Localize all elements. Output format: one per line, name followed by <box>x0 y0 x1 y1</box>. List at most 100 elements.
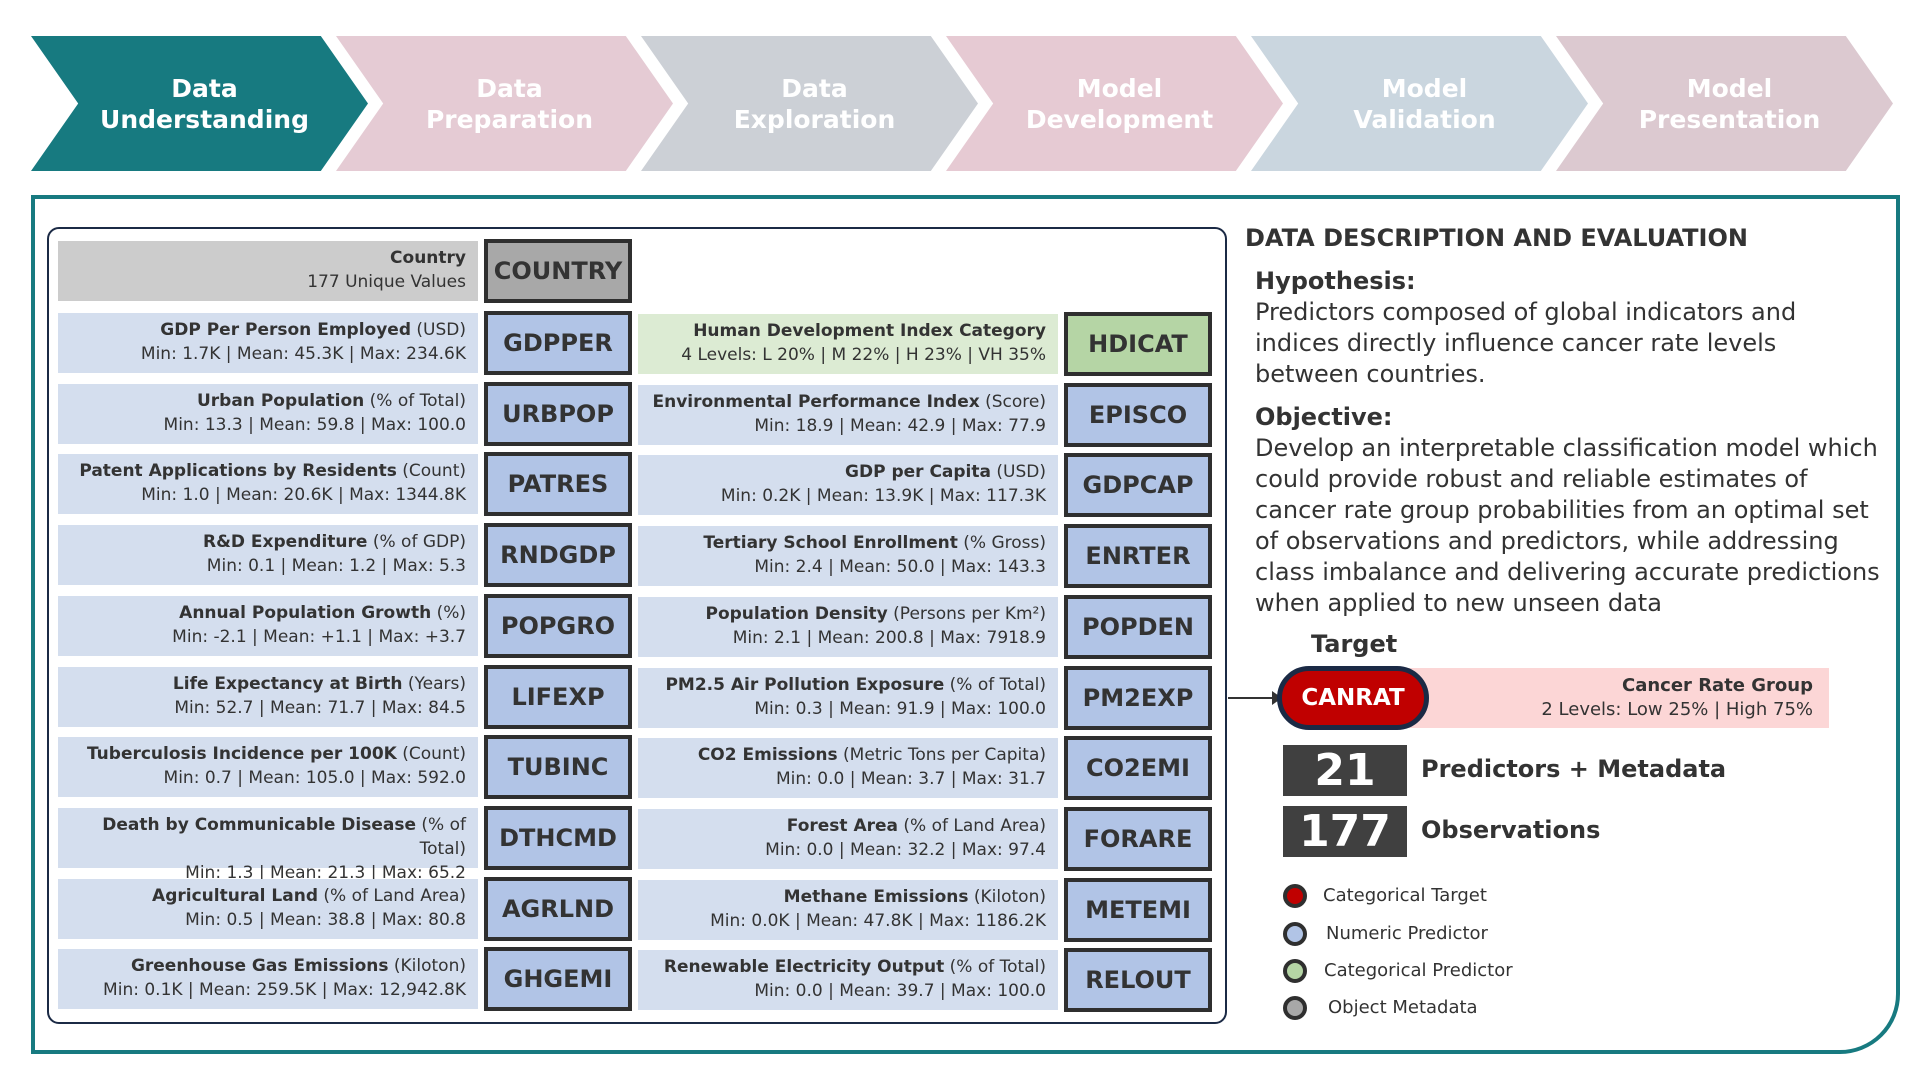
variable-stats: Min: 52.7 | Mean: 71.7 | Max: 84.5 <box>174 697 466 718</box>
variable-desc: Methane Emissions (Kiloton)Min: 0.0K | M… <box>638 879 1058 940</box>
variable-unit: (Count) <box>402 461 466 482</box>
variable-name: Agricultural Land <box>152 885 318 906</box>
variable-stats: Min: 0.1K | Mean: 259.5K | Max: 12,942.8… <box>103 980 466 1001</box>
variable-name: Tertiary School Enrollment <box>703 533 958 554</box>
variable-name: PM2.5 Air Pollution Exposure <box>665 674 945 695</box>
variable-unit: (Count) <box>402 744 466 765</box>
variable-code: GDPCAP <box>1064 453 1212 518</box>
variable-stats: Min: 0.7 | Mean: 105.0 | Max: 592.0 <box>163 768 466 789</box>
variable-name: CO2 Emissions <box>697 745 838 766</box>
variable-unit: (Metric Tons per Capita) <box>843 745 1046 766</box>
variable-unit: (%) <box>436 602 466 623</box>
variable-name: R&D Expenditure <box>202 532 368 553</box>
legend-object-metadata: Object Metadata <box>1328 997 1478 1018</box>
variable-desc: R&D Expenditure (% of GDP) Min: 0.1 | Mea… <box>58 525 478 586</box>
object-metadata-legend-icon <box>1283 996 1307 1020</box>
variable-code: AGRLND <box>484 876 632 941</box>
step-data-understanding: Data Understanding <box>31 36 368 171</box>
variable-stats: Min: 1.7K | Mean: 45.3K | Max: 234.6K <box>140 344 466 364</box>
variable-code: FORARE <box>1064 806 1212 871</box>
variable-name: Greenhouse Gas Emissions <box>130 956 389 977</box>
variable-desc: GDP Per Person Employed (USD)Min: 1.7K |… <box>58 313 478 373</box>
variable-unit: (Years) <box>407 673 466 694</box>
variable-unit: (% of Land Area) <box>323 885 466 906</box>
step-model-validation: Model Validation <box>1251 36 1588 171</box>
variable-stats: Min: -2.1 | Mean: +1.1 | Max: +3.7 <box>172 626 466 647</box>
variable-code: ENRTER <box>1064 524 1212 589</box>
panel-title: DATA DESCRIPTION AND EVALUATION <box>1245 224 1748 252</box>
variable-unit: (% of Total) <box>419 814 466 859</box>
variable-desc: Death by Communicable Disease (% of Tota… <box>58 807 478 883</box>
variable-desc: Tertiary School Enrollment (% Gross)Min:… <box>638 526 1058 587</box>
variable-name: Environmental Performance Index <box>652 391 980 412</box>
target-label: Target <box>1311 630 1398 658</box>
variable-row-urbpop: Urban Population (% of Total)Min: 13.3 |… <box>58 381 632 446</box>
variable-stats: Min: 0.1 | Mean: 1.2 | Max: 5.3 <box>206 556 466 577</box>
objective-label: Objective: <box>1255 403 1393 431</box>
variable-unit: (% of Total) <box>949 957 1046 978</box>
variable-desc: Urban Population (% of Total)Min: 13.3 |… <box>58 383 478 444</box>
step-label: Data Exploration <box>733 73 896 134</box>
variables-frame <box>47 227 1227 1024</box>
hypothesis-label: Hypothesis: <box>1255 267 1416 295</box>
variable-unit: (% Gross) <box>963 533 1046 554</box>
variable-name: Annual Population Growth <box>179 602 432 623</box>
variable-code: COUNTRY <box>484 239 632 303</box>
variable-row-forare: Forest Area (% of Land Area)Min: 0.0 | M… <box>638 806 1212 871</box>
variable-desc: Annual Population Growth (%) Min: -2.1 | … <box>58 595 478 656</box>
variable-stats: 4 Levels: L 20% | M 22% | H 23% | VH 35% <box>681 345 1046 365</box>
legend-categorical-predictor: Categorical Predictor <box>1324 960 1513 981</box>
categorical-target-legend-icon <box>1283 884 1307 908</box>
metadata-row: Country 177 Unique Values COUNTRY <box>58 239 632 303</box>
step-label: Model Presentation <box>1638 73 1821 134</box>
variable-stats: Min: 2.1 | Mean: 200.8 | Max: 7918.9 <box>732 627 1046 648</box>
variable-row-hdicat: Human Development Index Category 4 Level… <box>638 312 1212 376</box>
variable-desc: Agricultural Land (% of Land Area)Min: 0… <box>58 878 478 939</box>
variable-name: Human Development Index Category <box>693 321 1046 341</box>
variable-name: Country <box>390 248 466 268</box>
variable-code: GDPPER <box>484 311 632 375</box>
target-desc: Cancer Rate Group 2 Levels: Low 25% | Hi… <box>1395 668 1829 728</box>
observation-count-label: Observations <box>1421 816 1601 844</box>
variable-code: POPDEN <box>1064 594 1212 659</box>
variable-name: Life Expectancy at Birth <box>172 673 403 694</box>
variable-code: DTHCMD <box>484 805 632 870</box>
variable-desc: CO2 Emissions (Metric Tons per Capita)Mi… <box>638 738 1058 799</box>
variable-code: METEMI <box>1064 877 1212 942</box>
variable-unit: (% of Total) <box>369 390 466 411</box>
observation-count: 177 <box>1283 806 1407 857</box>
variable-unit: (USD) <box>996 462 1046 483</box>
variable-code: RELOUT <box>1064 948 1212 1013</box>
variable-desc: Renewable Electricity Output (% of Total… <box>638 950 1058 1011</box>
predictor-count: 21 <box>1283 745 1407 796</box>
variable-unit: (USD) <box>416 320 466 340</box>
variable-desc: Environmental Performance Index (Score)M… <box>638 384 1058 445</box>
metadata-desc: Country 177 Unique Values <box>58 241 478 301</box>
variable-row-gdpper: GDP Per Person Employed (USD)Min: 1.7K |… <box>58 311 632 375</box>
variable-code: HDICAT <box>1064 312 1212 376</box>
variable-desc: Tuberculosis Incidence per 100K (Count) M… <box>58 737 478 798</box>
variable-desc: Greenhouse Gas Emissions (Kiloton)Min: 0… <box>58 949 478 1010</box>
variable-code: TUBINC <box>484 735 632 800</box>
hypothesis-text: Predictors composed of global indicators… <box>1255 298 1797 388</box>
variable-desc: Patent Applications by Residents (Count)… <box>58 454 478 515</box>
variable-desc: PM2.5 Air Pollution Exposure (% of Total… <box>638 667 1058 728</box>
target-name: Cancer Rate Group <box>1622 675 1813 696</box>
predictor-count-label: Predictors + Metadata <box>1421 755 1727 783</box>
variable-row-rndgdp: R&D Expenditure (% of GDP) Min: 0.1 | Mea… <box>58 523 632 588</box>
step-model-development: Model Development <box>946 36 1283 171</box>
variable-row-lifexp: Life Expectancy at Birth (Years) Min: 52.… <box>58 664 632 729</box>
variable-row-agrlnd: Agricultural Land (% of Land Area)Min: 0… <box>58 876 632 941</box>
variable-stats: Min: 0.2K | Mean: 13.9K | Max: 117.3K <box>720 486 1046 507</box>
variable-name: Patent Applications by Residents <box>79 461 397 482</box>
arrow-icon <box>1228 691 1282 705</box>
variable-unit: (% of Total) <box>949 674 1046 695</box>
variable-unit: (Kiloton) <box>973 886 1046 907</box>
variable-unit: (% of Land Area) <box>903 815 1046 836</box>
variable-unit: (% of GDP) <box>372 532 466 553</box>
variable-stats: Min: 0.0 | Mean: 32.2 | Max: 97.4 <box>765 839 1046 860</box>
legend-categorical-target: Categorical Target <box>1323 885 1487 906</box>
variable-stats: Min: 13.3 | Mean: 59.8 | Max: 100.0 <box>163 414 466 435</box>
variable-name: Tuberculosis Incidence per 100K <box>86 744 397 765</box>
variable-stats: 177 Unique Values <box>307 272 466 292</box>
